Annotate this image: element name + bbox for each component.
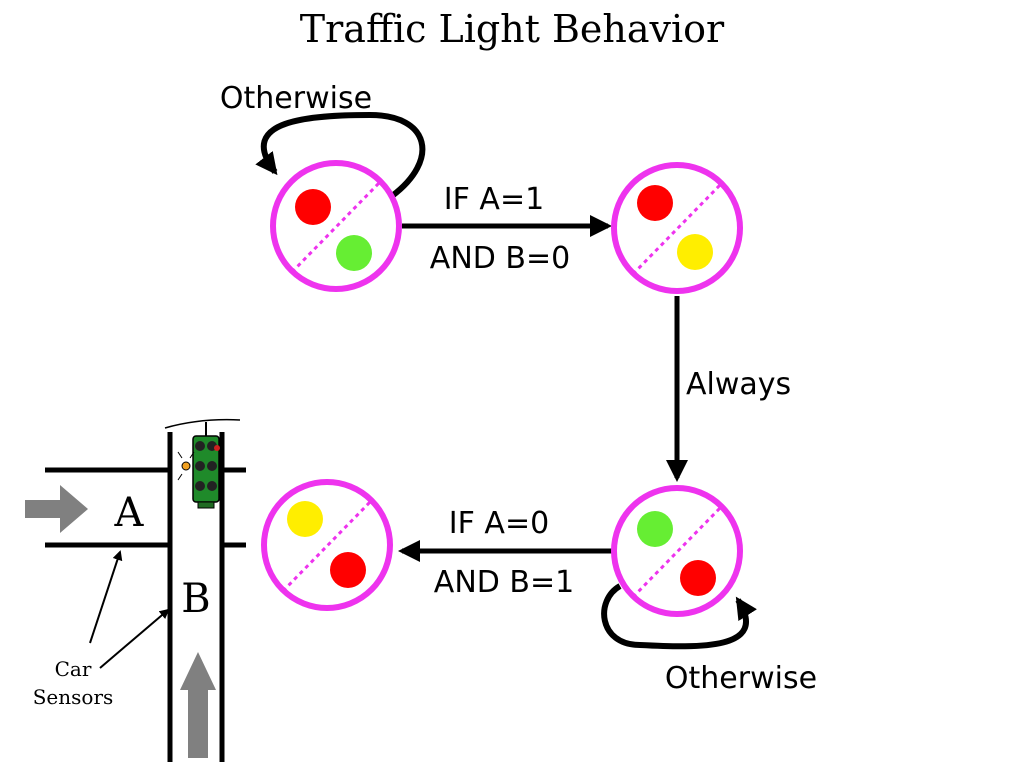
state-divider [631,505,723,599]
traffic-light-icon [164,418,241,509]
s1-self-loop-arrow [255,111,426,199]
green-light-icon [336,235,372,271]
sensor-a-pointer [89,550,123,644]
state-red-green [270,160,402,292]
state-green-red [611,485,743,617]
road-a-label: A [114,490,145,536]
s3-self-loop-arrow [601,583,757,650]
s1-self-loop-label: Otherwise [220,81,372,116]
state-divider [631,182,723,276]
yellow-light-icon [287,501,323,537]
state-divider [281,499,373,593]
road-b-traffic-arrow-icon [180,652,216,758]
red-light-icon [295,189,331,225]
road-a-traffic-arrow-icon [25,485,88,533]
s3-to-s4-label-line2: AND B=1 [434,565,574,600]
state-yellow-red [261,479,393,611]
sensor-b-pointer [99,608,170,669]
s3-self-loop-label: Otherwise [665,661,817,696]
s3-to-s4-label-line1: IF A=0 [449,506,549,541]
sensor-label-line2: Sensors [33,685,114,709]
state-red-yellow [611,162,743,294]
page-title: Traffic Light Behavior [300,7,725,51]
intersection-illustration: A B Car Sensors [25,418,246,762]
sensor-label-line1: Car [55,657,92,681]
green-light-icon [637,511,673,547]
s1-to-s2-label-line1: IF A=1 [444,182,544,217]
red-light-icon [637,185,673,221]
s2-to-s3-label: Always [686,367,791,402]
s1-to-s2-label-line2: AND B=0 [430,241,570,276]
yellow-light-icon [677,234,713,270]
red-light-icon [330,552,366,588]
red-light-icon [680,560,716,596]
road-b-label: B [181,576,210,622]
state-divider [290,180,382,274]
